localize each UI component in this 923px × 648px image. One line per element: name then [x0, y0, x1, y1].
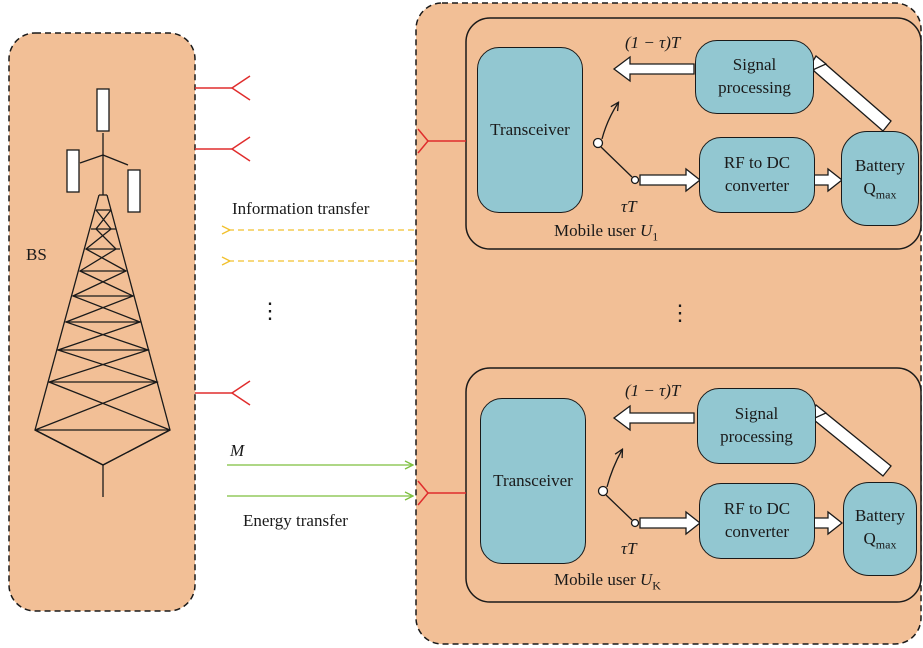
user-1-rf-line1: RF to DC	[723, 153, 791, 173]
user-1-bottom-arrow-label: τT	[621, 197, 637, 216]
user-k-battery-line1: Battery	[854, 506, 906, 526]
user-k-rf-line1: RF to DC	[723, 499, 791, 519]
user-1-transceiver: Transceiver	[477, 47, 583, 213]
user-k-internals	[597, 404, 892, 536]
bs-antenna-dots: ⋮	[259, 298, 281, 323]
bs-antenna-1	[195, 75, 251, 101]
user-1-battery-q: Qmax	[863, 178, 897, 202]
user-k-caption: Mobile user UK	[554, 570, 661, 593]
bs-antenna-m	[195, 380, 251, 406]
information-transfer-label: Information transfer	[232, 199, 370, 218]
user-1-rf-line2: converter	[724, 176, 790, 195]
cell-tower-icon	[34, 88, 171, 497]
user-1-signal-processing: Signal processing	[695, 40, 814, 114]
user-k-battery-q: Qmax	[863, 529, 897, 552]
user-1-signal-line1: Signal	[732, 55, 777, 75]
user-1-internals	[592, 55, 892, 193]
user-k-transceiver-label: Transceiver	[493, 470, 573, 490]
user-k-rf-line2: converter	[724, 522, 790, 541]
user-1-battery-line1: Battery	[854, 155, 906, 175]
energy-transfer-label: Energy transfer	[243, 511, 348, 530]
user-1-top-arrow-label: (1 − τ)T	[625, 33, 681, 52]
user-1-rf-dc-converter: RF to DC converter	[699, 137, 815, 213]
user-k-transceiver: Transceiver	[480, 398, 586, 564]
user-1-transceiver-label: Transceiver	[490, 119, 570, 139]
user-1-signal-line2: processing	[718, 78, 791, 97]
user-k-antenna	[417, 480, 466, 506]
bs-antenna-2	[195, 136, 251, 162]
user-1-antenna	[417, 128, 466, 154]
user-k-signal-processing: Signal processing	[697, 388, 816, 464]
user-1-caption: Mobile user U1	[554, 221, 659, 244]
user-k-signal-line2: processing	[720, 427, 793, 446]
user-k-rf-dc-converter: RF to DC converter	[699, 483, 815, 559]
user-k-bottom-arrow-label: τT	[621, 539, 637, 558]
antenna-count-label: M	[230, 441, 245, 460]
user-k-top-arrow-label: (1 − τ)T	[625, 381, 681, 400]
bs-label: BS	[26, 245, 47, 264]
user-k-signal-line1: Signal	[734, 404, 779, 424]
users-dots: ⋮	[669, 300, 691, 325]
